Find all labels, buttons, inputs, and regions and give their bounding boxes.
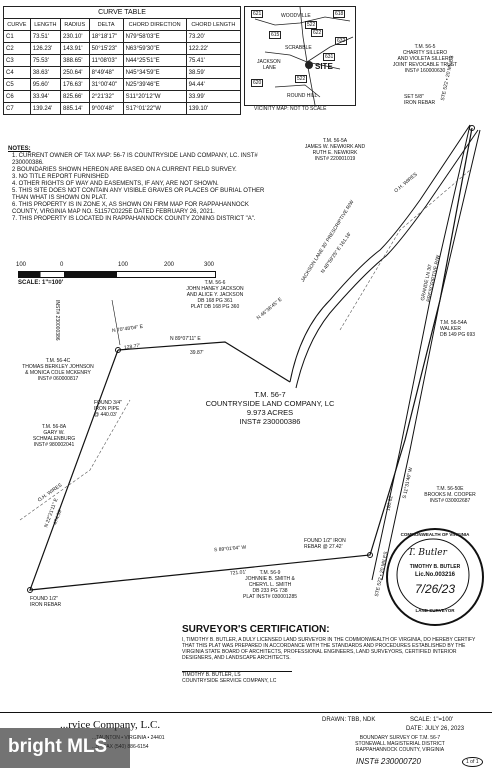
- found-rebar-2: FOUND 1/2" IRON REBAR: [30, 596, 62, 608]
- vm-route-632: 632: [335, 37, 348, 45]
- parcel-56-54a: T.M. 56-54A WALKER DB 149 PG 693: [440, 320, 476, 338]
- note-2: 2 BOUNDARIES SHOWN HEREON ARE BASED ON A…: [12, 167, 237, 173]
- scale-bar: 100 0 100 200 300 SCALE: 1"=100': [16, 262, 218, 292]
- vicinity-map-drawing: [254, 6, 354, 106]
- vm-woodville: WOODVILLE: [281, 13, 311, 19]
- vicinity-map: WOODVILLE SCRABBLE JACKSON LANE SITE ROU…: [244, 6, 356, 106]
- found-rebar-1: FOUND 1/2" IRON REBAR @ 27.42': [304, 538, 346, 550]
- note-1: 1. CURRENT OWNER OF TAX MAP: 56-7 IS COU…: [12, 153, 258, 166]
- vm-route-522b: 522: [305, 21, 318, 29]
- scale-label: SCALE: 1"=100': [18, 280, 64, 286]
- title-project: BOUNDARY SURVEY OF T.M. 56-7 STONEWALL M…: [355, 735, 445, 753]
- certification-block: SURVEYOR'S CERTIFICATION: I, TIMOTHY B. …: [182, 624, 482, 684]
- note-4: 4. OTHER RIGHTS OF WAY AND EASEMENTS, IF…: [12, 181, 219, 187]
- title-page: 1 of 1: [462, 757, 483, 767]
- scale-tick-100a: 100: [16, 262, 27, 268]
- vm-lane: LANE: [263, 65, 277, 71]
- parcel-56-9: T.M. 56-9 JOHNNIE B. SMITH & CHERYL L. S…: [242, 570, 298, 600]
- parcel-56-5: T.M. 56-5 CHARITY SILLERO AND VIOLETA SI…: [392, 44, 458, 74]
- found-iron-pipe: FOUND 3/4" IRON PIPE @ 440.03': [94, 400, 122, 418]
- scale-tick-200: 200: [164, 262, 175, 268]
- curve-cell: 9°00'48": [88, 102, 124, 115]
- seal-date: 7/26/23: [414, 582, 456, 596]
- cert-title: SURVEYOR'S CERTIFICATION:: [182, 624, 330, 635]
- vm-route-620: 620: [251, 79, 264, 87]
- note-6: 6. THIS PROPERTY IS IN ZONE X, AS SHOWN …: [12, 202, 249, 215]
- vicinity-caption: VICINITY MAP: NOT TO SCALE: [254, 106, 327, 112]
- parcel-56-7-main: T.M. 56-7 COUNTRYSIDE LAND COMPANY, LC 9…: [205, 390, 335, 426]
- scale-bar-graphic: [18, 271, 216, 278]
- vm-jackson: JACKSON: [257, 59, 281, 65]
- seal-name: TIMOTHY B. BUTLER: [409, 564, 461, 570]
- vm-route-618: 618: [333, 10, 346, 18]
- title-drawn: DRAWN: TBB, NDK: [322, 717, 376, 723]
- vm-site: SITE: [315, 62, 333, 71]
- vm-route-622: 622: [311, 29, 324, 37]
- surveyor-seal: COMMONWEALTH OF VIRGINIA T. Butler TIMOT…: [386, 528, 484, 626]
- notes-title: NOTES:: [8, 146, 31, 152]
- parcel-56-4c: T.M. 56-4C THOMAS BERKLEY JOHNSON & MONI…: [22, 358, 94, 382]
- vm-route-631: 631: [323, 53, 336, 61]
- vm-route-615: 615: [269, 31, 282, 39]
- curve-cell: 139.24': [29, 102, 62, 115]
- seal-signature: T. Butler: [408, 548, 447, 558]
- curve-table-grid: CURVE LENGTH RADIUS DELTA CHORD DIRECTIO…: [3, 18, 242, 115]
- bearing-3: N 89°07'11" E: [170, 336, 201, 342]
- notes-block: NOTES: 1. CURRENT OWNER OF TAX MAP: 56-7…: [8, 146, 268, 223]
- curve-table-header: CURVE LENGTH RADIUS DELTA CHORD DIRECTIO…: [3, 18, 242, 31]
- parcel-56-6: T.M. 56-6 JOHN HANEY JACKSON AND ALICE Y…: [186, 280, 244, 310]
- title-date: DATE: JULY 26, 2023: [406, 726, 465, 732]
- vm-route-522a: 522: [295, 75, 308, 83]
- seal-ring-bottom: LAND SURVEYOR: [415, 608, 455, 613]
- note-7: 7. THIS PROPERTY IS LOCATED IN RAPPAHANN…: [12, 216, 256, 222]
- scale-tick-300: 300: [204, 262, 215, 268]
- seal-ring: [396, 538, 470, 612]
- curve-cell: 139.10': [185, 102, 242, 115]
- seal-lic: Lic.No.003216: [414, 572, 456, 578]
- scale-tick-0: 0: [60, 262, 64, 268]
- scale-tick-100b: 100: [118, 262, 129, 268]
- cert-body: I, TIMOTHY B. BUTLER, A DULY LICENSED LA…: [182, 637, 476, 661]
- bright-mls-logo-text: bright MLS: [8, 736, 108, 757]
- note-3: 3. NO TITLE REPORT FURNISHED: [12, 174, 109, 180]
- title-scale: SCALE: 1"=100': [410, 717, 454, 723]
- bearing-4: 39.87': [190, 350, 204, 356]
- vm-scrabble: SCRABBLE: [285, 45, 312, 51]
- note-5: 5. THIS SITE DOES NOT CONTAIN ANY VISIBL…: [12, 188, 265, 201]
- parcel-56-8a: T.M. 56-8A GARY W. SCHMALENBURG INST# 98…: [32, 424, 76, 448]
- vm-route-621: 621: [251, 10, 264, 18]
- title-recording: INST# 230000720: [356, 757, 421, 766]
- cert-company: COUNTRYSIDE SERVICE COMPANY, LC: [182, 678, 277, 684]
- curve-table: CURVE TABLE CURVE LENGTH RADIUS DELTA CH…: [3, 6, 242, 115]
- parcel-56-5a: T.M. 56-5A JAMES W. NEWKIRK AND RUTH E. …: [304, 138, 366, 162]
- seal-ring-top: COMMONWEALTH OF VIRGINIA: [400, 532, 470, 537]
- vm-round-hill: ROUND HILL: [287, 93, 318, 99]
- parcel-56-50e: T.M. 56-50E BROOKS M. COOPER INST# 03000…: [424, 486, 476, 504]
- set-rebar-label: SET 5/8" IRON REBAR: [404, 94, 436, 106]
- cert-signature-line: [182, 671, 292, 672]
- curve-table-title: CURVE TABLE: [3, 6, 241, 18]
- cert-signer: TIMOTHY B. BUTLER, LS: [182, 672, 241, 678]
- inst-left-label: INST# 230000386: [54, 300, 60, 341]
- bright-mls-logo: bright MLS: [0, 728, 130, 768]
